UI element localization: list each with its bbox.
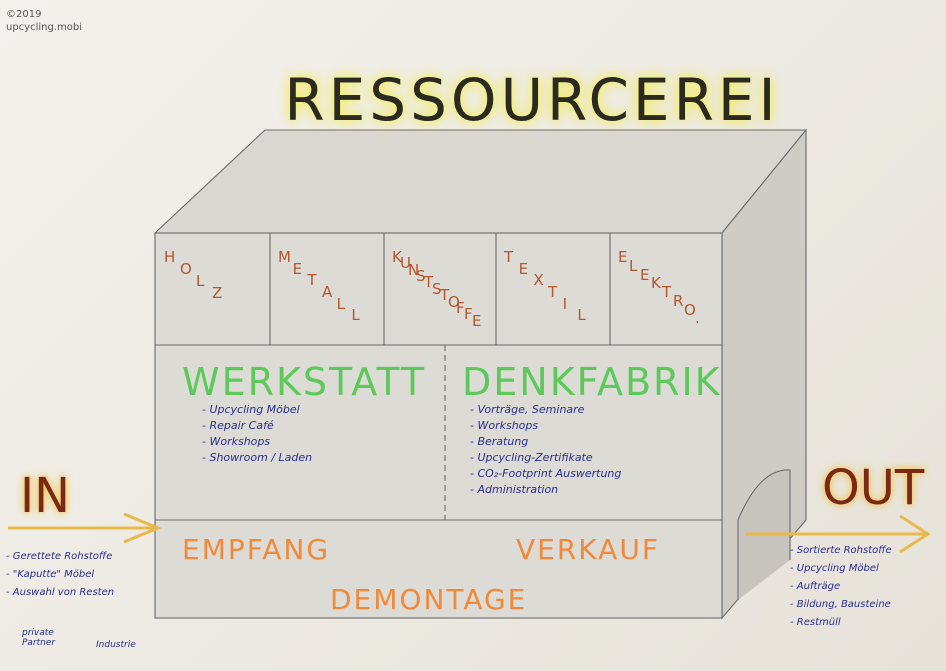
in-note-industrie: Industrie: [96, 640, 136, 650]
in-item: Gerettete Rohstoffe: [6, 548, 114, 566]
copyright-note: ©2019 upcycling.mobi: [6, 8, 126, 34]
out-arrow: [745, 514, 931, 554]
in-item: "Kaputte" Möbel: [6, 566, 114, 584]
denkfabrik-heading: DENKFABRIK: [462, 360, 722, 404]
copyright-year: ©2019: [6, 9, 42, 20]
in-list: Gerettete Rohstoffe"Kaputte" MöbelAuswah…: [6, 548, 114, 602]
denkfabrik-item: Workshops: [470, 418, 621, 434]
material-letter: F: [464, 305, 474, 324]
material-letter: T: [662, 283, 673, 301]
material-letter: A: [322, 283, 334, 301]
material-letter: L: [577, 306, 587, 325]
in-note-private-line1: private: [22, 628, 54, 638]
material-letter: M: [278, 248, 292, 266]
material-letter: O: [684, 300, 697, 319]
out-item: Bildung, Bausteine: [790, 596, 892, 614]
material-letter: E: [292, 259, 304, 278]
material-letter: L: [351, 306, 361, 325]
denkfabrik-item: Beratung: [470, 434, 621, 450]
material-letter: U: [400, 254, 412, 273]
material-letter: F: [456, 298, 466, 317]
material-letter: L: [196, 272, 206, 290]
werkstatt-item: Upcycling Möbel: [202, 402, 312, 418]
material-letter: K: [392, 248, 403, 266]
denkfabrik-item: Administration: [470, 482, 621, 498]
out-item: Restmüll: [790, 614, 892, 632]
material-letter: E: [618, 248, 629, 266]
material-letter: R: [673, 291, 685, 310]
material-letter: T: [548, 283, 559, 301]
denkfabrik-item: Upcycling-Zertifikate: [470, 450, 621, 466]
material-letter: S: [432, 279, 443, 298]
in-arrow: [8, 512, 162, 544]
material-letter: E: [518, 259, 530, 278]
material-letter: N: [408, 260, 421, 279]
denkfabrik-item: Vorträge, Seminare: [470, 402, 621, 418]
werkstatt-list: Upcycling MöbelRepair CaféWorkshopsShowr…: [202, 402, 312, 466]
material-letter: X: [533, 271, 545, 290]
material-letter: L: [629, 256, 639, 275]
werkstatt-heading: WERKSTATT: [182, 360, 427, 404]
werkstatt-item: Workshops: [202, 434, 312, 450]
denkfabrik-list: Vorträge, SeminareWorkshopsBeratungUpcyc…: [470, 402, 621, 498]
werkstatt-item: Repair Café: [202, 418, 312, 434]
copyright-site: upcycling.mobi: [6, 22, 83, 33]
in-item: Auswahl von Resten: [6, 584, 114, 602]
material-letter: T: [504, 248, 515, 266]
out-item: Aufträge: [790, 578, 892, 596]
material-letter: T: [307, 271, 318, 290]
in-note-private: private Partner: [22, 628, 55, 648]
in-note-private-line2: Partner: [22, 638, 56, 648]
out-item: Sortierte Rohstoffe: [790, 542, 892, 560]
empfang-label: EMPFANG: [182, 533, 331, 566]
material-letter: O: [180, 260, 193, 278]
material-letter: K: [651, 274, 662, 293]
material-letter: E: [640, 265, 651, 284]
out-label: OUT: [822, 460, 925, 516]
demontage-label: DEMONTAGE: [330, 583, 528, 616]
material-letter: T: [440, 286, 451, 305]
material-letter: S: [416, 267, 427, 286]
material-letter: E: [472, 311, 483, 330]
building-top-face: [153, 129, 808, 234]
material-letter: T: [424, 273, 435, 292]
in-label: IN: [20, 468, 71, 524]
material-letter: H: [164, 248, 177, 266]
werkstatt-item: Showroom / Laden: [202, 450, 312, 466]
page-title: RESSOURCEREI: [284, 66, 780, 134]
verkauf-label: VERKAUF: [516, 533, 660, 566]
material-letter: I: [562, 294, 569, 313]
denkfabrik-item: CO₂-Footprint Auswertung: [470, 466, 621, 482]
out-item: Upcycling Möbel: [790, 560, 892, 578]
material-letter: L: [336, 294, 347, 313]
material-letter: O: [448, 292, 461, 311]
out-list: Sortierte RohstoffeUpcycling MöbelAufträ…: [790, 542, 892, 632]
material-letter: Z: [212, 284, 224, 302]
material-letter: .: [695, 309, 701, 328]
